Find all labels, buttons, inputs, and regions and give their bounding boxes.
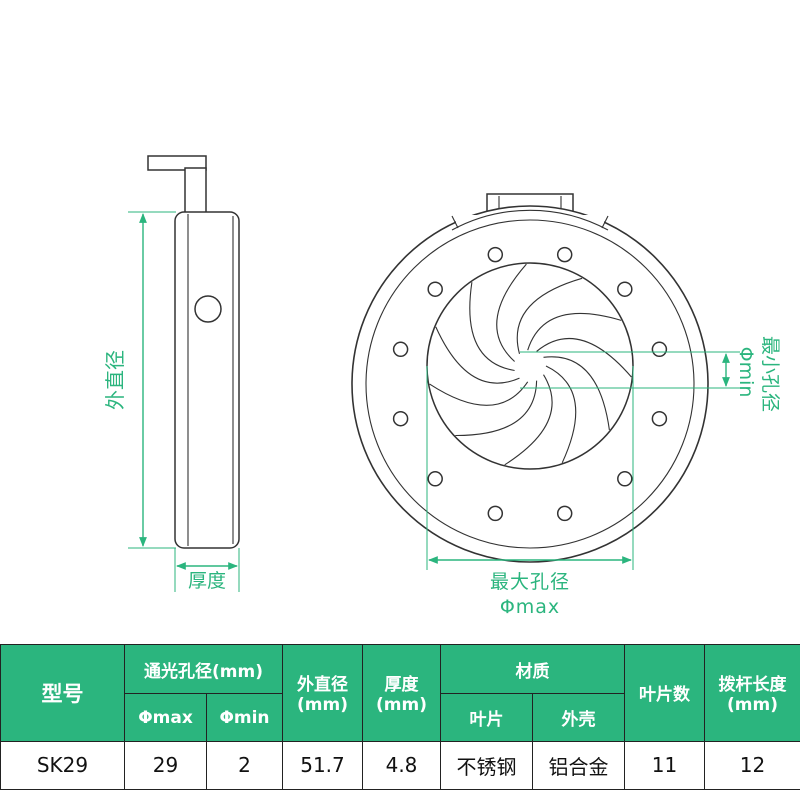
outer-diameter-dimension: 外直径: [103, 211, 176, 549]
min-aperture-label: 最小孔径: [759, 336, 781, 412]
cell-model: SK29: [0, 740, 125, 791]
iris-blade: [545, 365, 577, 464]
inner-ring: [365, 219, 695, 549]
min-aperture-symbol: Φmin: [735, 347, 757, 398]
header-blade: 叶片: [440, 693, 533, 742]
mounting-holes: [392, 246, 668, 522]
header-lever-line1: 拨杆长度: [718, 675, 787, 696]
min-aperture-dimension: 最小孔径 Φmin: [520, 336, 781, 412]
table-row: SK29 29 2 51.7 4.8 不锈钢 铝合金 11 12: [0, 740, 800, 791]
mounting-hole: [392, 410, 409, 427]
header-outer-diameter: 外直径 (mm): [282, 644, 363, 742]
iris-blade: [516, 277, 583, 355]
mounting-hole: [487, 505, 504, 522]
cell-outer-diameter: 51.7: [282, 740, 363, 791]
header-aperture: 通光孔径(mm): [124, 643, 283, 695]
cell-shell-material: 铝合金: [532, 740, 625, 791]
cell-phi-max: 29: [124, 740, 207, 791]
side-view: [147, 155, 240, 549]
iris-blade: [429, 381, 529, 406]
iris-blade: [455, 380, 538, 437]
cell-lever-length: 12: [704, 740, 800, 791]
iris-blade: [536, 338, 632, 378]
outer-diameter-label: 外直径: [103, 350, 127, 410]
header-thickness: 厚度 (mm): [362, 644, 441, 742]
header-thickness-line2: (mm): [376, 695, 427, 716]
thickness-dimension: 厚度: [174, 548, 240, 592]
header-material: 材质: [440, 643, 625, 695]
iris-blade: [435, 326, 520, 384]
mounting-hole: [427, 471, 443, 487]
mounting-hole: [392, 341, 409, 358]
lever-top: [147, 155, 207, 171]
cell-thickness: 4.8: [362, 740, 441, 791]
header-phi-max: Φmax: [124, 693, 207, 742]
header-model: 型号: [0, 644, 125, 742]
iris-blades: [429, 263, 632, 466]
lever-stem: [184, 167, 207, 215]
mounting-hole: [617, 471, 633, 487]
mounting-hole: [651, 341, 668, 358]
front-view: [351, 193, 709, 563]
cell-blade-count: 11: [624, 740, 705, 791]
mounting-hole: [427, 281, 443, 297]
iris-blade: [543, 356, 610, 431]
mounting-hole: [556, 246, 573, 263]
header-thickness-line1: 厚度: [384, 675, 419, 696]
header-blade-count: 叶片数: [624, 644, 705, 742]
header-lever-line2: (mm): [727, 695, 778, 716]
iris-blade: [527, 312, 622, 351]
iris-blade: [469, 282, 515, 372]
thickness-label: 厚度: [188, 570, 226, 592]
cell-phi-min: 2: [206, 740, 283, 791]
mounting-hole: [487, 246, 504, 263]
spec-table: 型号 通光孔径(mm) 外直径 (mm) 厚度 (mm) 材质 叶片数 拨杆长度…: [0, 643, 800, 791]
mounting-hole: [556, 505, 573, 522]
iris-diaphragm-drawing: 外直径 厚度 最大孔径 Φmax: [103, 155, 781, 618]
side-pin: [194, 295, 222, 323]
mounting-hole: [651, 410, 668, 427]
side-body: [174, 211, 240, 549]
max-aperture-symbol: Φmax: [500, 596, 560, 618]
iris-blade: [504, 374, 553, 466]
max-aperture-label: 最大孔径: [490, 571, 570, 593]
cell-blade-material: 不锈钢: [440, 740, 533, 791]
header-outer-diameter-line2: (mm): [297, 695, 348, 716]
aperture-opening: [426, 262, 634, 470]
mounting-hole: [617, 281, 633, 297]
header-phi-min: Φmin: [206, 693, 283, 742]
max-aperture-dimension: 最大孔径 Φmax: [426, 366, 634, 618]
header-outer-diameter-line1: 外直径: [297, 675, 348, 696]
iris-blade: [496, 263, 527, 362]
header-shell: 外壳: [532, 693, 625, 742]
header-lever-length: 拨杆长度 (mm): [704, 644, 800, 742]
